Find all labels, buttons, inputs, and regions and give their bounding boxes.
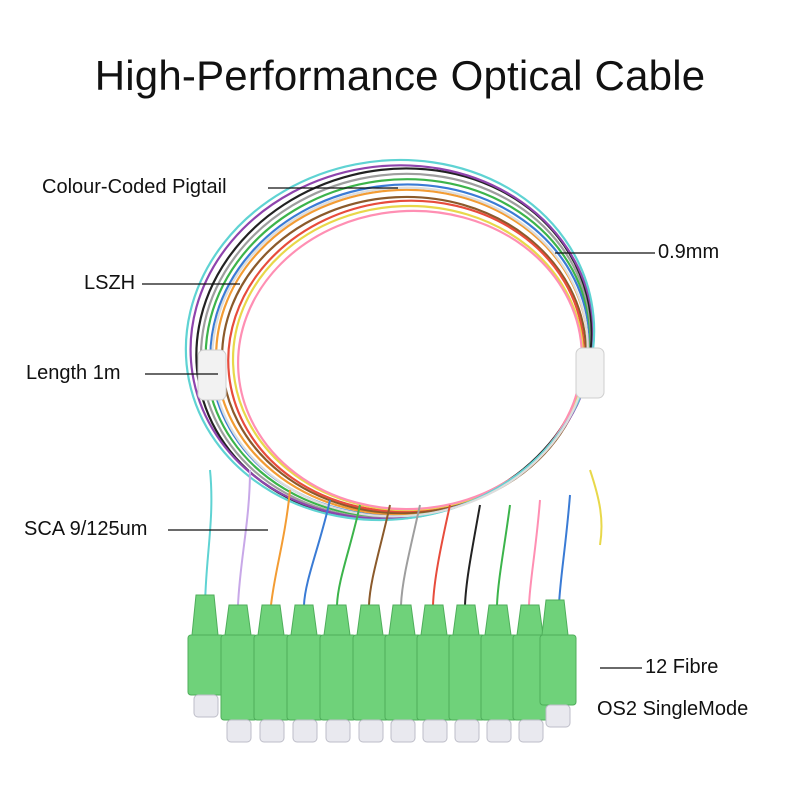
callout-mode: OS2 SingleMode (597, 698, 749, 720)
callout-jacket: LSZH (84, 272, 136, 294)
callout-diameter: 0.9mm (658, 241, 720, 263)
sc-connector-row (187, 594, 577, 743)
callout-pigtail: Colour-Coded Pigtail (42, 176, 227, 198)
page-title: High-Performance Optical Cable (94, 52, 706, 99)
callout-connector: SCA 9/125um (24, 518, 148, 540)
callout-fibre-count: 12 Fibre (645, 656, 719, 678)
fibre-leads (204, 469, 603, 611)
callout-length: Length 1m (26, 362, 121, 384)
cable-tie-left (197, 349, 227, 401)
callout-lines (142, 187, 655, 669)
cable-tie-right (575, 347, 605, 399)
